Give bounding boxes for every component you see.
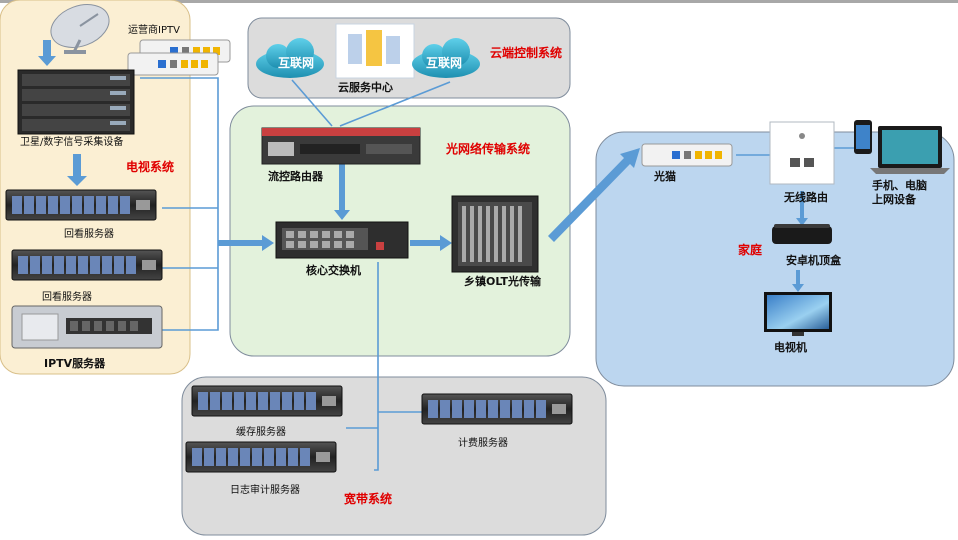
iptv-server-label: IPTV服务器	[44, 356, 106, 370]
playback-server-2-icon	[11, 249, 163, 281]
billing-server-icon	[421, 393, 573, 425]
cache-server-label: 缓存服务器	[236, 425, 286, 438]
internet-left-label: 互联网	[278, 56, 314, 70]
tv-set-label: 电视机	[774, 340, 807, 354]
log-audit-server-icon	[185, 441, 337, 473]
tv-system-label: 电视系统	[126, 159, 174, 174]
line-internet-left	[291, 79, 333, 127]
olt-label: 乡镇OLT光传输	[464, 274, 542, 288]
cloud-center-icon	[335, 23, 415, 79]
wireless-router-label: 无线路由	[783, 190, 828, 204]
satellite-dish-icon	[50, 4, 110, 54]
satellite-equipment-label: 卫星/数字信号采集设备	[20, 135, 123, 148]
billing-server-label: 计费服务器	[458, 436, 508, 449]
arrow-collect-down	[67, 154, 87, 186]
home-label: 家庭	[738, 242, 762, 257]
set-top-box-icon	[772, 224, 832, 244]
arrow-satellite-down	[38, 40, 56, 66]
arrow-switch-olt	[410, 235, 452, 251]
log-audit-server-label: 日志审计服务器	[230, 483, 300, 496]
playback-server-1-icon	[5, 189, 157, 221]
modem-label: 光猫	[653, 169, 676, 183]
arrow-router-box	[796, 191, 808, 226]
wall-router-icon	[769, 121, 835, 185]
laptop-icon	[870, 126, 950, 174]
client-devices-label-line1: 手机、电脑	[872, 178, 927, 192]
internet-right-label: 互联网	[426, 56, 462, 70]
arrows	[38, 40, 808, 292]
arrow-olt-modem	[548, 148, 640, 242]
cloud-control-system-label: 云端控制系统	[490, 45, 562, 60]
optical-modem-icon	[641, 143, 733, 167]
line-iptv-trunk	[140, 77, 219, 331]
arrow-router-switch	[334, 164, 350, 220]
line-broadband	[374, 262, 379, 471]
broadband-system-label: 宽带系统	[343, 491, 392, 506]
cache-server-icon	[191, 385, 343, 417]
android-box-label: 安卓机顶盒	[786, 253, 842, 267]
playback-server-1-label: 回看服务器	[64, 227, 114, 240]
core-switch-label: 核心交换机	[306, 263, 361, 277]
rack-server-icon	[17, 69, 135, 135]
switch-icon	[275, 221, 409, 259]
cloud-icon	[256, 38, 324, 78]
cloud-center-label: 云服务中心	[338, 80, 393, 94]
playback-server-2-label: 回看服务器	[42, 290, 92, 303]
iptv-server-icon	[11, 305, 163, 349]
arrow-box-tv	[792, 270, 804, 292]
olt-chassis-icon	[451, 195, 539, 273]
phone-icon	[854, 120, 872, 154]
line-internet-right	[339, 81, 451, 127]
arrow-to-switch	[218, 235, 274, 251]
tv-icon	[764, 292, 832, 336]
flow-router-label: 流控路由器	[268, 169, 324, 183]
router-icon	[261, 127, 421, 165]
client-devices-label-line2: 上网设备	[872, 192, 917, 206]
optical-network-system-label: 光网络传输系统	[445, 141, 530, 156]
optical-modem-icon	[127, 39, 231, 76]
operator-iptv-label: 运营商IPTV	[128, 23, 180, 36]
cloud-icon	[412, 38, 480, 78]
top-border	[0, 0, 958, 3]
